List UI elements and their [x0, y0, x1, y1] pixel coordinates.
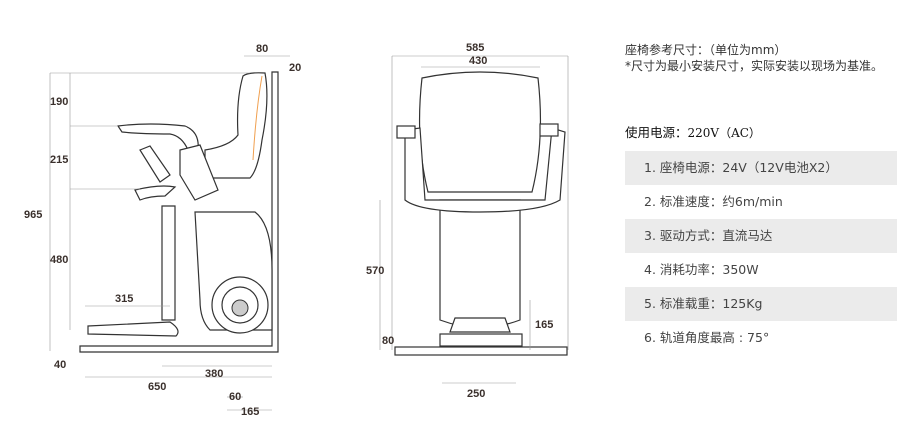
dim-215: 215 — [50, 154, 68, 166]
dimension-title: 座椅参考尺寸：（单位为mm） — [625, 43, 787, 57]
dim-380: 380 — [205, 368, 223, 380]
power-supply: 使用电源：220V（AC） — [625, 122, 897, 141]
spec-item: 5. 标准载重：125Kg — [625, 287, 897, 321]
front-view-drawing: 585 430 570 80 165 250 — [366, 42, 569, 400]
dim-570: 570 — [366, 265, 384, 277]
power-value: 220V（AC） — [687, 126, 761, 140]
dim-165: 165 — [241, 406, 259, 418]
dim-965: 965 — [24, 209, 42, 221]
spec-item: 4. 消耗功率：350W — [644, 262, 759, 277]
dim-430: 430 — [469, 55, 487, 67]
spec-panel: 座椅参考尺寸：（单位为mm） *尺寸为最小安装尺寸，实际安装以现场为基准。 使用… — [625, 42, 897, 355]
dim-40: 40 — [54, 359, 66, 371]
side-view-drawing: 80 20 190 215 965 480 40 315 380 650 60 … — [24, 43, 301, 418]
dim-190: 190 — [50, 96, 68, 108]
dim-585: 585 — [466, 42, 484, 54]
dim-315: 315 — [115, 293, 133, 305]
spec-item: 6. 轨道角度最高 : 75° — [644, 330, 770, 345]
dim-80: 80 — [256, 43, 268, 55]
dim-60: 60 — [229, 391, 241, 403]
dim-650: 650 — [148, 381, 166, 393]
spec-item: 1. 座椅电源：24V（12V电池X2） — [625, 151, 897, 185]
dim-20: 20 — [289, 62, 301, 74]
spec-list: 1. 座椅电源：24V（12V电池X2） 2. 标准速度：约6m/min 3. … — [625, 151, 897, 355]
accent-line — [252, 75, 263, 161]
dim-250: 250 — [467, 388, 485, 400]
spec-item: 3. 驱动方式：直流马达 — [625, 219, 897, 253]
dim-80-front: 80 — [382, 335, 394, 347]
dim-480: 480 — [50, 254, 68, 266]
power-label: 使用电源： — [625, 125, 688, 140]
spec-item: 2. 标准速度：约6m/min — [644, 194, 783, 209]
dimension-note: *尺寸为最小安装尺寸，实际安装以现场为基准。 — [625, 59, 884, 73]
dim-165-front: 165 — [535, 319, 553, 331]
